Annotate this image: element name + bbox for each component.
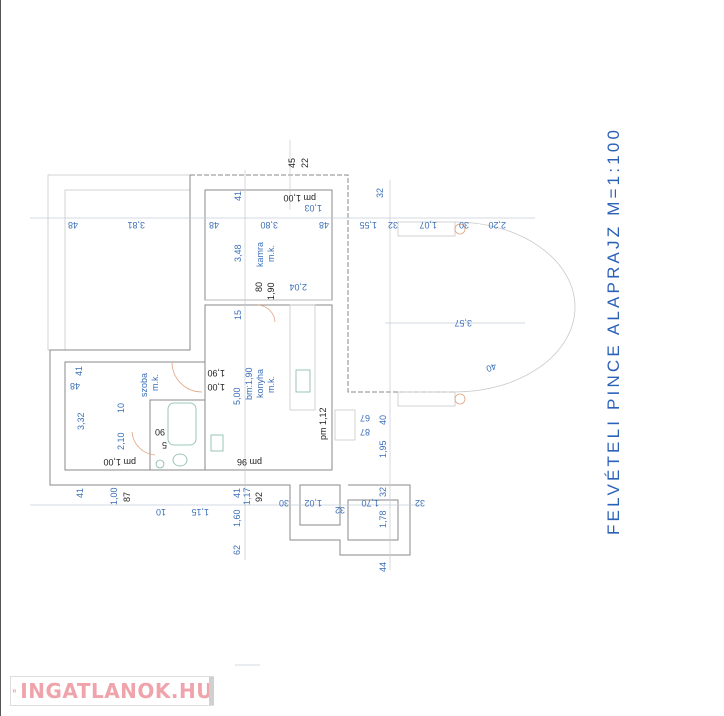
kitchen-counter — [289, 304, 316, 411]
room-note-konyha: m.k. — [266, 376, 276, 393]
dim-label: 3,80 — [260, 220, 278, 230]
bathroom — [149, 399, 206, 471]
dim-label: 48 — [319, 220, 329, 230]
dim-label: 41 — [233, 191, 243, 201]
toilet — [172, 453, 188, 467]
level-label: 1,90 — [266, 282, 276, 300]
dim-label: 3,81 — [127, 220, 145, 230]
dim-label: 30 — [459, 220, 469, 230]
dim-label: 10 — [116, 403, 126, 413]
dim-label: 40 — [378, 415, 388, 425]
dim-label: 1,17 — [242, 487, 252, 505]
dim-label: 62 — [232, 545, 242, 555]
door-swing — [171, 361, 203, 393]
door-swing — [131, 431, 156, 456]
room-name-konyha: konyha — [255, 369, 265, 398]
dim-label: 32 — [415, 498, 425, 508]
level-label: 87 — [122, 492, 132, 502]
dim-label: 1,95 — [378, 440, 388, 458]
room-note-kamra: m.k. — [266, 245, 276, 262]
room-name-szoba: szoba — [139, 373, 149, 397]
dim-label: 48 — [68, 220, 78, 230]
room-height-konyha: bm:1,90 — [244, 367, 254, 400]
dim-label: 15 — [233, 310, 243, 320]
bathtub — [167, 402, 197, 446]
watermark: INGATLANOK.HU — [10, 676, 214, 706]
dim-label: 3,48 — [233, 244, 243, 262]
steps — [334, 409, 356, 441]
small-room — [347, 499, 399, 541]
dim-label: 32 — [375, 188, 385, 198]
dim-label: 30 — [279, 498, 289, 508]
left-area-outline — [47, 174, 191, 351]
level-label: 80 — [254, 282, 264, 292]
dimension-labels: 48 3,81 48 3,80 48 1,55 32 1,07 30 2,20 … — [68, 188, 506, 572]
dim-label: 67 — [360, 413, 370, 423]
dim-label: 1,78 — [378, 510, 388, 528]
plan-title: FELVÉTELI PINCE ALAPRAJZ M=1:100 — [604, 130, 623, 535]
image-edge-line — [0, 0, 1, 716]
level-label: pm 1,00 — [283, 193, 316, 203]
watermark-text: INGATLANOK.HU — [20, 679, 213, 703]
dim-label: 41 — [232, 488, 242, 498]
outer-wall — [49, 175, 411, 556]
room-note-szoba: m.k. — [150, 374, 160, 391]
level-label: 5 — [162, 440, 167, 450]
dim-label: 1,00 — [109, 487, 119, 505]
door-swing — [257, 304, 276, 323]
dim-label: 1,07 — [419, 220, 437, 230]
level-label: pm 96 — [237, 457, 262, 467]
column-top — [454, 223, 466, 235]
left-area-inner — [64, 189, 191, 351]
dim-label: 1,03 — [304, 203, 322, 213]
room-labels: kamra m.k. szoba m.k. bm:1,90 konyha m.k… — [139, 242, 276, 400]
dim-label: 41 — [75, 488, 85, 498]
dim-label: 87 — [360, 427, 370, 437]
dim-label: 3,32 — [76, 412, 86, 430]
dim-label: 2,04 — [289, 282, 307, 292]
dim-label: 1,15 — [191, 507, 209, 517]
dim-label: 44 — [378, 562, 388, 572]
level-label: 90 — [155, 427, 165, 437]
level-label: 92 — [254, 492, 264, 502]
sink — [295, 369, 311, 393]
dim-label: 41 — [74, 366, 84, 376]
watermark-bar — [209, 677, 214, 705]
szoba-room — [64, 361, 206, 471]
dim-label: 32 — [388, 220, 398, 230]
dim-label: 2,10 — [116, 432, 126, 450]
dim-label: 10 — [156, 507, 166, 517]
dim-label: 40 — [485, 361, 498, 374]
stove — [210, 434, 224, 452]
house-icon — [13, 689, 17, 693]
terrace-ledge-bottom — [397, 391, 456, 407]
dim-label: 5,00 — [232, 387, 242, 405]
dim-label: 2,20 — [488, 220, 506, 230]
black-labels: 45 22 pm 1,00 80 1,90 1,90 1,00 90 5 pm … — [103, 158, 328, 502]
dim-label: 3,57 — [454, 318, 472, 328]
dim-label: 1,70 — [361, 498, 379, 508]
terrace-arc — [454, 221, 576, 393]
dim-label: 32 — [335, 505, 345, 515]
walls — [30, 140, 576, 666]
level-label: 1,90 — [207, 368, 225, 378]
dim-label: 1,55 — [359, 220, 377, 230]
dim-label: 32 — [378, 487, 388, 497]
washbasin — [155, 459, 165, 469]
level-label: 45 — [287, 158, 297, 168]
level-label: 22 — [300, 158, 310, 168]
column-bottom — [454, 393, 466, 405]
level-label: pm 1,12 — [318, 407, 328, 440]
dim-label: 1,60 — [232, 509, 242, 527]
level-label: pm 1,00 — [103, 457, 136, 467]
room-name-kamra: kamra — [255, 242, 265, 267]
dim-label: 48 — [209, 220, 219, 230]
dim-label: 1,02 — [304, 498, 322, 508]
dim-label: 48 — [70, 381, 80, 391]
level-label: 1,00 — [207, 382, 225, 392]
